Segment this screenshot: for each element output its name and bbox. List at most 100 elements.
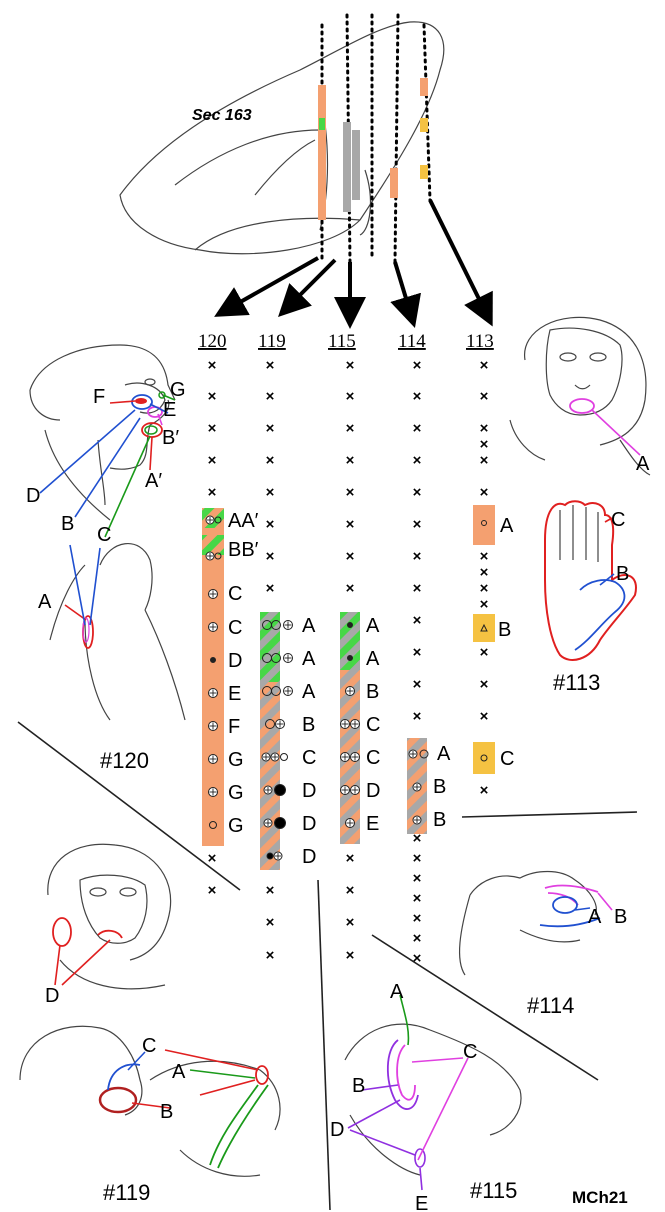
case-113-label-c: C — [611, 509, 625, 531]
no-response-mark: × — [208, 484, 217, 501]
site-label-120-8: G — [228, 782, 244, 804]
section-label: Sec 163 — [192, 107, 252, 124]
case-119-figure: D C A B #119 — [20, 844, 280, 1205]
case-114-label-b: B — [614, 906, 627, 928]
no-response-mark: × — [480, 708, 489, 725]
no-response-mark: × — [346, 357, 355, 374]
case-115-label-e: E — [415, 1193, 428, 1212]
no-response-mark: × — [413, 676, 422, 693]
site-ring — [348, 656, 353, 661]
site-label-119-7: D — [302, 846, 316, 868]
probe-site-patch — [390, 168, 398, 198]
no-response-mark: × — [413, 388, 422, 405]
arrow-to-120 — [235, 258, 318, 305]
site-ring — [211, 658, 216, 663]
no-response-mark: × — [346, 388, 355, 405]
no-response-mark: × — [413, 420, 422, 437]
site-label-120-9: G — [228, 815, 244, 837]
case-119-label-a: A — [172, 1061, 186, 1083]
no-response-mark: × — [346, 947, 355, 964]
no-response-mark: × — [266, 484, 275, 501]
bar-113-c — [473, 742, 495, 774]
site-label-115-5: D — [366, 780, 380, 802]
arrow-to-113 — [430, 200, 482, 305]
case-113-title: #113 — [553, 670, 600, 695]
case-120-label-b-prime: B′ — [162, 427, 179, 449]
no-response-mark: × — [413, 612, 422, 629]
site-label-120-1: BB′ — [228, 539, 259, 561]
no-response-mark: × — [208, 420, 217, 437]
no-response-mark: × — [480, 644, 489, 661]
site-label-115-1: A — [366, 648, 380, 670]
no-response-mark: × — [413, 357, 422, 374]
site-label-119-2: A — [302, 681, 316, 703]
no-response-mark: × — [413, 850, 422, 867]
no-response-mark: × — [266, 580, 275, 597]
no-response-mark: × — [413, 930, 422, 947]
no-response-mark: × — [208, 357, 217, 374]
case-120-label-c: C — [97, 524, 111, 546]
site-ring — [281, 754, 288, 761]
no-response-mark: × — [346, 516, 355, 533]
no-response-mark: × — [413, 890, 422, 907]
site-label-119-3: B — [302, 714, 315, 736]
no-response-mark: × — [413, 644, 422, 661]
site-label-120-3: C — [228, 617, 242, 639]
case-120-label-e: E — [163, 399, 176, 421]
case-119-label-d: D — [45, 985, 59, 1007]
track-header-119: 119 — [258, 331, 286, 352]
track-header-114: 114 — [398, 331, 426, 352]
no-response-mark: × — [346, 580, 355, 597]
track-header-115: 115 — [328, 331, 356, 352]
no-response-mark: × — [346, 420, 355, 437]
case-120-label-a-prime: A′ — [145, 470, 162, 492]
no-response-mark: × — [413, 452, 422, 469]
no-response-mark: × — [480, 564, 489, 581]
site-label-113-0: A — [500, 515, 514, 537]
no-response-mark: × — [480, 596, 489, 613]
no-response-mark: × — [266, 420, 275, 437]
site-ring — [275, 785, 286, 796]
no-response-mark: × — [413, 708, 422, 725]
probe-site-patch — [319, 118, 325, 130]
site-label-120-6: F — [228, 716, 240, 738]
case-120-label-g: G — [170, 379, 186, 401]
no-response-mark: × — [480, 452, 489, 469]
no-response-mark: × — [266, 947, 275, 964]
site-label-115-3: C — [366, 714, 380, 736]
case-115-label-d: D — [330, 1119, 344, 1141]
no-response-mark: × — [266, 452, 275, 469]
case-114-figure: A B #114 — [460, 872, 628, 1019]
no-response-mark: × — [346, 548, 355, 565]
case-113-label-b: B — [616, 563, 629, 585]
case-113-label-a: A — [636, 453, 650, 475]
case-119-label-b: B — [160, 1101, 173, 1123]
no-response-mark: × — [413, 484, 422, 501]
no-response-mark: × — [208, 882, 217, 899]
case-114-title: #114 — [527, 993, 574, 1018]
probe-site-patch — [352, 130, 360, 200]
case-114-label-a: A — [588, 906, 602, 928]
no-response-mark: × — [480, 420, 489, 437]
arrow-to-114 — [395, 262, 408, 305]
case-120-label-d: D — [26, 485, 40, 507]
no-response-mark: × — [266, 914, 275, 931]
case-115-figure: A C B D E #115 — [330, 981, 521, 1212]
no-response-mark: × — [480, 676, 489, 693]
site-label-119-4: C — [302, 747, 316, 769]
site-ring — [348, 623, 353, 628]
no-response-mark: × — [480, 357, 489, 374]
site-label-115-0: A — [366, 615, 380, 637]
divider-119-115 — [318, 880, 330, 1210]
no-response-mark: × — [413, 870, 422, 887]
case-120-label-f: F — [93, 386, 105, 408]
site-label-113-1: B — [498, 619, 511, 641]
no-response-mark: × — [413, 548, 422, 565]
site-label-113-2: C — [500, 748, 514, 770]
divider-113-114 — [462, 812, 637, 817]
site-label-114-0: A — [437, 743, 451, 765]
site-label-119-6: D — [302, 813, 316, 835]
no-response-mark: × — [413, 516, 422, 533]
site-label-115-6: E — [366, 813, 379, 835]
